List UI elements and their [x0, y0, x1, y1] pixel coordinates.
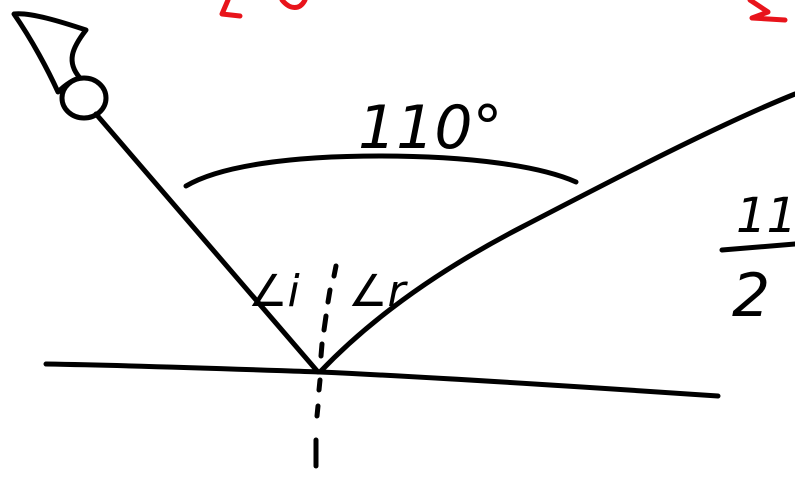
incident-ray [93, 111, 321, 375]
reflected-ray [317, 91, 795, 375]
flashlight-icon [11, 11, 109, 121]
angle-label: 110° [358, 93, 503, 163]
normal-line [313, 263, 339, 469]
angle-arc [183, 153, 579, 189]
fraction-numerator: 110 [736, 188, 795, 244]
reflection-angle-label: ∠r [348, 266, 408, 317]
incidence-angle-label: ∠i [248, 266, 300, 317]
fraction: 110 2 [719, 188, 795, 331]
top-annotation-fragments [219, 0, 788, 23]
fraction-bar [719, 241, 795, 253]
fraction-denominator: 2 [732, 261, 770, 331]
mirror-surface [43, 361, 721, 399]
